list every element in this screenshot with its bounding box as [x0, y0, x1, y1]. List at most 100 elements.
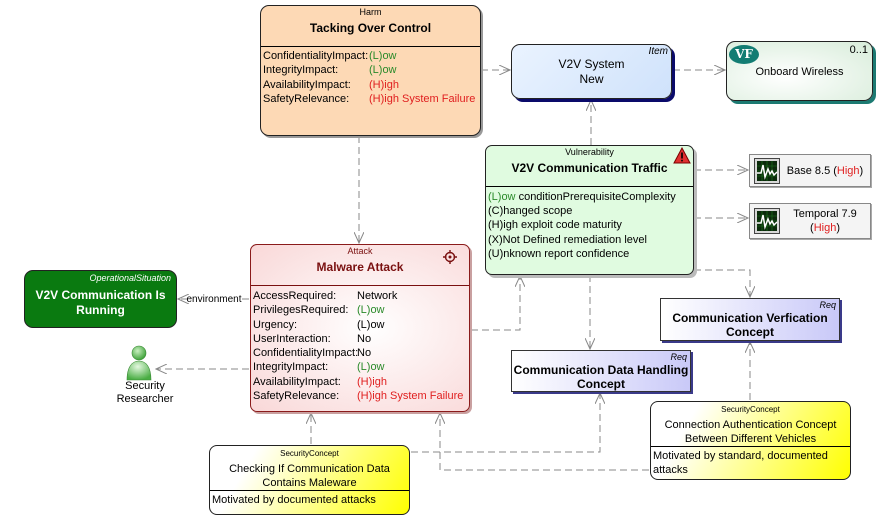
attribute-key: PrivilegesRequired:	[253, 304, 349, 317]
attack-attributes: AccessRequired: Network PrivilegesRequire…	[251, 286, 469, 403]
actor-name: Security	[125, 380, 165, 392]
attribute-value: (L)ow	[369, 64, 397, 77]
vulnerability-line: (C)hanged scope	[488, 205, 573, 218]
vf-badge-icon: VF	[729, 45, 759, 64]
operational-situation-title: V2V Communication Is	[35, 288, 166, 302]
harm-attribute: SafetyRelevance: (H)igh System Failure	[263, 92, 478, 106]
attribute-key: ConfidentialityImpact:	[263, 50, 369, 62]
onboard-wireless-label: Onboard Wireless	[755, 66, 844, 78]
attribute-value: No	[357, 347, 372, 360]
vulnerability-line: (H)igh exploit code maturity	[488, 219, 622, 232]
attack-title: Malware Attack	[316, 260, 404, 274]
attribute-value: (H)igh	[369, 78, 399, 91]
harm-node[interactable]: Harm Tacking Over Control Confidentialit…	[260, 5, 481, 136]
connector-auth-to-attack	[440, 413, 649, 471]
requirement-tag: Req	[670, 352, 687, 362]
security-concept-check-node[interactable]: SecurityConcept Checking If Communicatio…	[209, 445, 410, 515]
vulnerability-divider	[486, 186, 693, 187]
harm-stereotype: Harm	[359, 7, 382, 17]
security-researcher-actor[interactable]: Security Researcher	[110, 345, 180, 410]
security-concept-title: Checking If Communication Data	[229, 463, 390, 475]
paren: )	[836, 222, 840, 234]
operational-situation-node[interactable]: OperationalSituation V2V Communication I…	[24, 270, 177, 328]
attack-attribute: Urgency:(L)ow	[253, 318, 467, 332]
monitor-chart-icon	[754, 157, 780, 184]
security-concept-note: Motivated by standard, documented attack…	[653, 450, 828, 476]
item-name: V2V System	[558, 57, 625, 71]
security-concept-auth-node[interactable]: SecurityConcept Connection Authenticatio…	[650, 401, 851, 480]
attack-attribute: AccessRequired: Network	[253, 289, 467, 303]
attribute-value: Network	[357, 290, 398, 302]
attribute-key: AccessRequired:	[253, 290, 337, 302]
security-concept-stereotype: SecurityConcept	[280, 449, 339, 458]
harm-attributes: ConfidentialityImpact:(L)ow IntegrityImp…	[261, 47, 480, 106]
environment-label: environment	[186, 294, 241, 305]
target-icon	[443, 250, 457, 264]
temporal-score-node[interactable]: Temporal 7.9 (High)	[749, 203, 871, 239]
attribute-value: (H)igh System Failure	[357, 390, 464, 403]
security-concept-divider	[651, 446, 850, 447]
paren: )	[859, 164, 864, 177]
attribute-key: UserInteraction:	[253, 332, 331, 345]
harm-title: Tacking Over Control	[309, 21, 432, 35]
security-concept-divider	[210, 490, 409, 491]
line-prefix: (L)ow	[488, 191, 516, 203]
vulnerability-stereotype: Vulnerability	[565, 147, 614, 157]
attribute-value: No	[357, 332, 372, 345]
temporal-score-rating: High	[813, 222, 837, 234]
security-concept-title-cont: Contains Maleware	[262, 477, 357, 489]
harm-attribute: ConfidentialityImpact:(L)ow	[263, 49, 478, 63]
operational-situation-title-cont: Running	[76, 303, 125, 317]
base-score-label: Base 8.5	[786, 164, 831, 177]
harm-attribute: IntegrityImpact: (L)ow	[263, 63, 478, 77]
actor-name-cont: Researcher	[116, 393, 174, 405]
item-tag: Item	[648, 46, 668, 57]
security-concept-stereotype: SecurityConcept	[721, 405, 780, 414]
attack-attribute: SafetyRelevance:(H)igh System Failure	[253, 389, 467, 403]
temporal-score-label: Temporal 7.9	[793, 208, 857, 220]
attack-attribute: PrivilegesRequired: (L)ow	[253, 303, 467, 317]
attribute-value: (L)ow	[357, 318, 385, 331]
actor-person-icon	[126, 345, 152, 381]
operational-situation-tag: OperationalSituation	[89, 273, 171, 283]
attack-divider	[251, 285, 469, 286]
onboard-wireless-node[interactable]: VF 0..1 Onboard Wireless	[726, 41, 873, 101]
paren: (	[810, 222, 814, 234]
vulnerability-title: V2V Communication Traffic	[511, 161, 668, 175]
attribute-value: (H)igh	[357, 375, 387, 388]
attribute-key: IntegrityImpact:	[263, 64, 339, 77]
attribute-key: IntegrityImpact:	[253, 361, 329, 374]
requirement-title: Communication Data Handling	[513, 363, 689, 377]
vulnerability-lines: (L)ow conditionPrerequisiteComplexity (C…	[486, 187, 693, 261]
attack-attribute: UserInteraction: No	[253, 332, 467, 346]
security-concept-note: Motivated by documented attacks	[212, 494, 376, 506]
line-text: conditionPrerequisiteComplexity	[515, 191, 676, 203]
attribute-key: ConfidentialityImpact:	[253, 347, 359, 360]
attack-node[interactable]: Attack Malware Attack AccessRequired:Net…	[250, 244, 470, 412]
paren: (	[833, 164, 837, 177]
attribute-value: (L)ow	[357, 361, 385, 374]
attack-attribute: IntegrityImpact: (L)ow	[253, 360, 467, 374]
security-concept-title: Connection Authentication Concept	[664, 419, 837, 431]
vulnerability-line: (L)ow conditionPrerequisiteComplexity	[488, 190, 691, 204]
requirement-handling-node[interactable]: Req Communication Data Handling Concept	[511, 350, 691, 392]
warning-icon	[673, 147, 691, 164]
attribute-key: SafetyRelevance:	[263, 92, 350, 105]
attribute-value: (H)igh System Failure	[369, 92, 476, 105]
vulnerability-node[interactable]: Vulnerability V2V Communication Traffic …	[485, 145, 694, 275]
attack-attribute: ConfidentialityImpact:No	[253, 346, 467, 360]
base-score-node[interactable]: Base 8.5 (High)	[749, 154, 871, 187]
harm-attribute: AvailabilityImpact:(H)igh	[263, 78, 478, 92]
multiplicity-label: 0..1	[849, 44, 868, 56]
item-node[interactable]: Item V2V System New	[511, 44, 672, 99]
requirement-title: Communication Verfication	[672, 311, 828, 325]
attack-attribute: AvailabilityImpact: (H)igh	[253, 375, 467, 389]
harm-divider	[261, 46, 480, 47]
requirement-tag: Req	[819, 300, 836, 310]
base-score-rating: High	[836, 164, 860, 177]
attribute-value: (L)ow	[357, 304, 385, 317]
item-status: New	[579, 72, 604, 86]
security-concept-title-cont: Between Different Vehicles	[684, 433, 817, 445]
attribute-key: AvailabilityImpact:	[253, 375, 341, 388]
requirement-verification-node[interactable]: Req Communication Verfication Concept	[660, 298, 840, 341]
